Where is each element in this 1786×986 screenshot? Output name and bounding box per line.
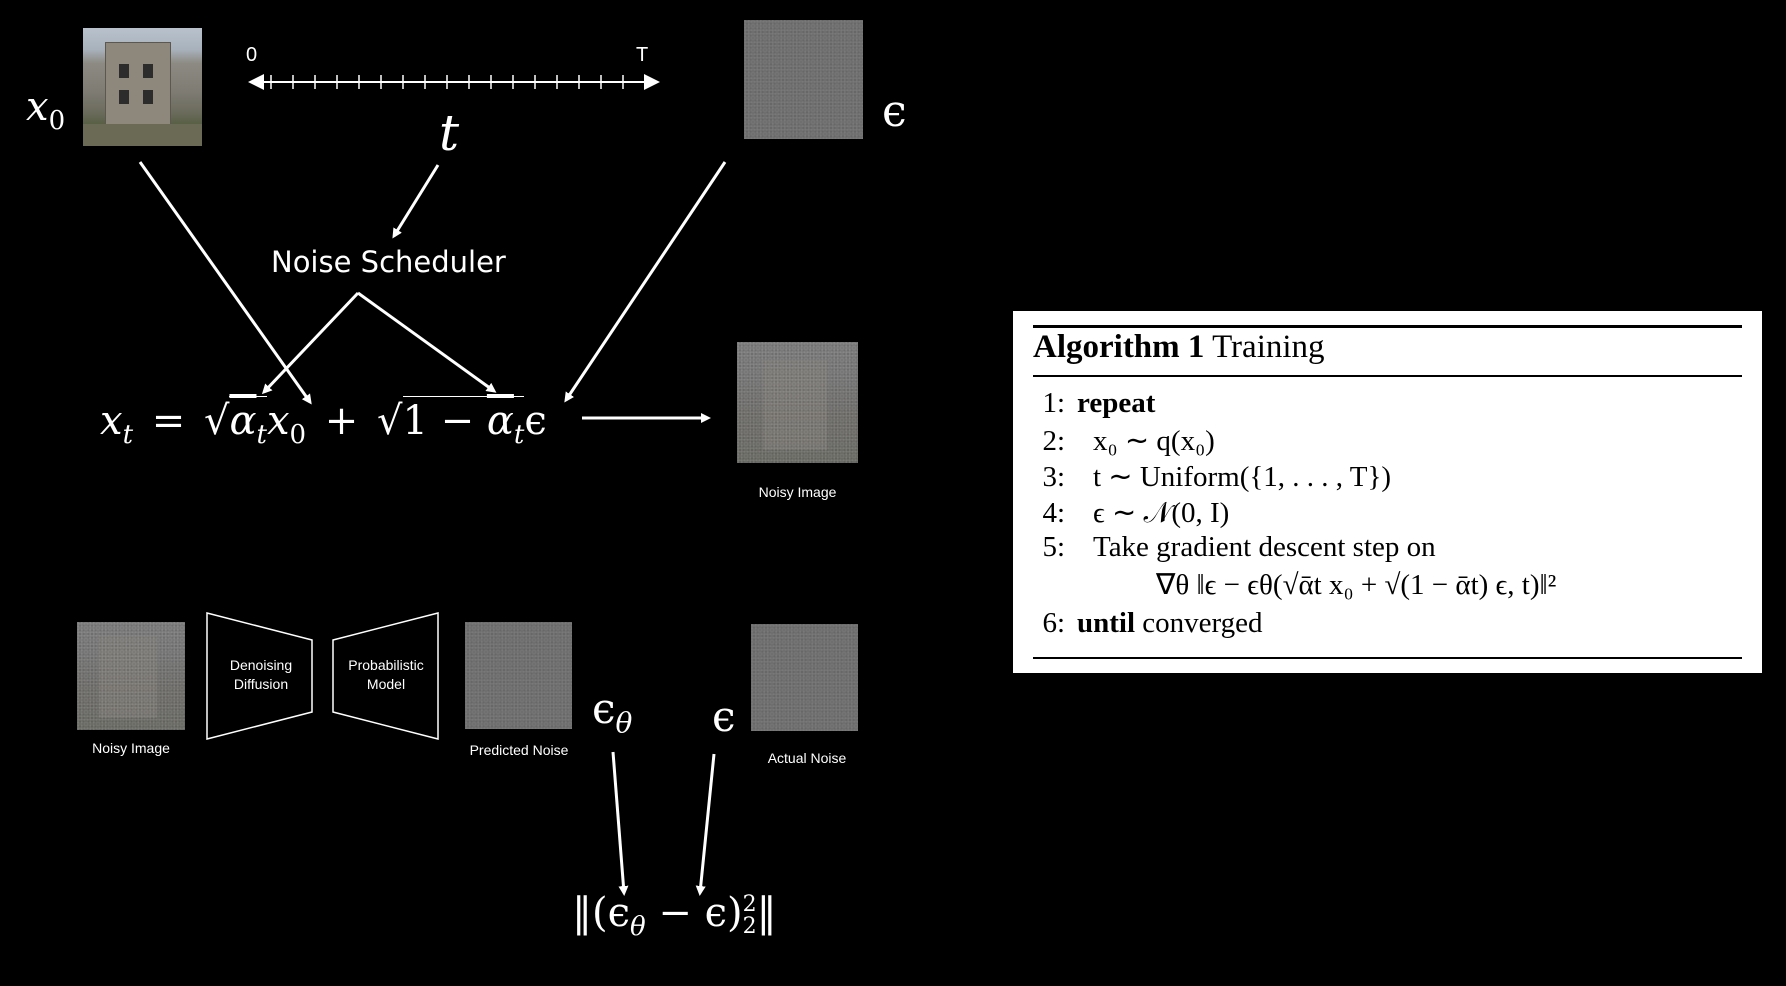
- noisy-image-bottom: [77, 622, 185, 730]
- algorithm-line-2: 2:x₀ ∼ q(x₀): [1023, 423, 1215, 458]
- encoder-label: Denoising Diffusion: [218, 656, 304, 694]
- algorithm-line-5-formula: ∇θ ‖ϵ − ϵθ(√ᾱt x₀ + √(1 − ᾱt) ϵ, t)‖²: [1156, 567, 1556, 602]
- t-label: t: [439, 104, 459, 162]
- predicted-noise-caption: Predicted Noise: [455, 742, 583, 758]
- original-image: [83, 28, 202, 146]
- arrow-eps-to-formula: [566, 162, 725, 400]
- epsilon-label-bottom: ϵ: [712, 692, 736, 741]
- timeline-end-label: T: [636, 44, 648, 67]
- algorithm-line-3: 3:t ∼ Uniform({1, . . . , T}): [1023, 459, 1391, 494]
- x0-label: x0: [26, 84, 65, 136]
- noise-scheduler-label: Noise Scheduler: [271, 245, 506, 279]
- arrow-x0-to-formula: [140, 162, 310, 402]
- epsilon-label-top: ϵ: [882, 86, 907, 137]
- noisy-image-top: [737, 342, 858, 463]
- actual-noise-image: [751, 624, 858, 731]
- algorithm-line-1: 1:repeat: [1023, 387, 1155, 420]
- algorithm-box: Algorithm 1 Training 1:repeat 2:x₀ ∼ q(x…: [1013, 311, 1762, 673]
- decoder-label: Probabilistic Model: [336, 656, 436, 694]
- algorithm-title-rule: [1033, 375, 1742, 377]
- algorithm-line-4: 4:ϵ ∼ 𝒩(0, I): [1023, 495, 1229, 530]
- algorithm-line-5: 5:Take gradient descent step on: [1023, 531, 1436, 564]
- algorithm-line-6: 6:until converged: [1023, 607, 1263, 640]
- arrow-eps-theta-to-loss: [613, 752, 624, 893]
- noisy-image-caption-bottom: Noisy Image: [72, 740, 190, 756]
- actual-noise-caption: Actual Noise: [751, 750, 863, 766]
- timeline: [248, 74, 660, 90]
- algorithm-title: Algorithm 1 Training: [1033, 329, 1325, 366]
- forward-formula: xt = √αtx0 + √1 − αtϵ: [100, 398, 547, 450]
- arrow-scheduler-right: [358, 293, 494, 391]
- algorithm-bottom-rule: [1033, 657, 1742, 659]
- arrow-scheduler-left: [264, 293, 358, 392]
- tower-shape: [105, 42, 171, 132]
- epsilon-theta-label: ϵθ: [592, 684, 632, 739]
- arrow-t-to-scheduler: [394, 165, 438, 236]
- noise-image-top: [744, 20, 863, 139]
- noisy-image-caption-top: Noisy Image: [737, 484, 858, 500]
- timeline-start-label: 0: [246, 44, 257, 67]
- arrow-eps-to-loss: [700, 754, 714, 893]
- algorithm-top-rule: [1033, 325, 1742, 328]
- predicted-noise-image: [465, 622, 572, 729]
